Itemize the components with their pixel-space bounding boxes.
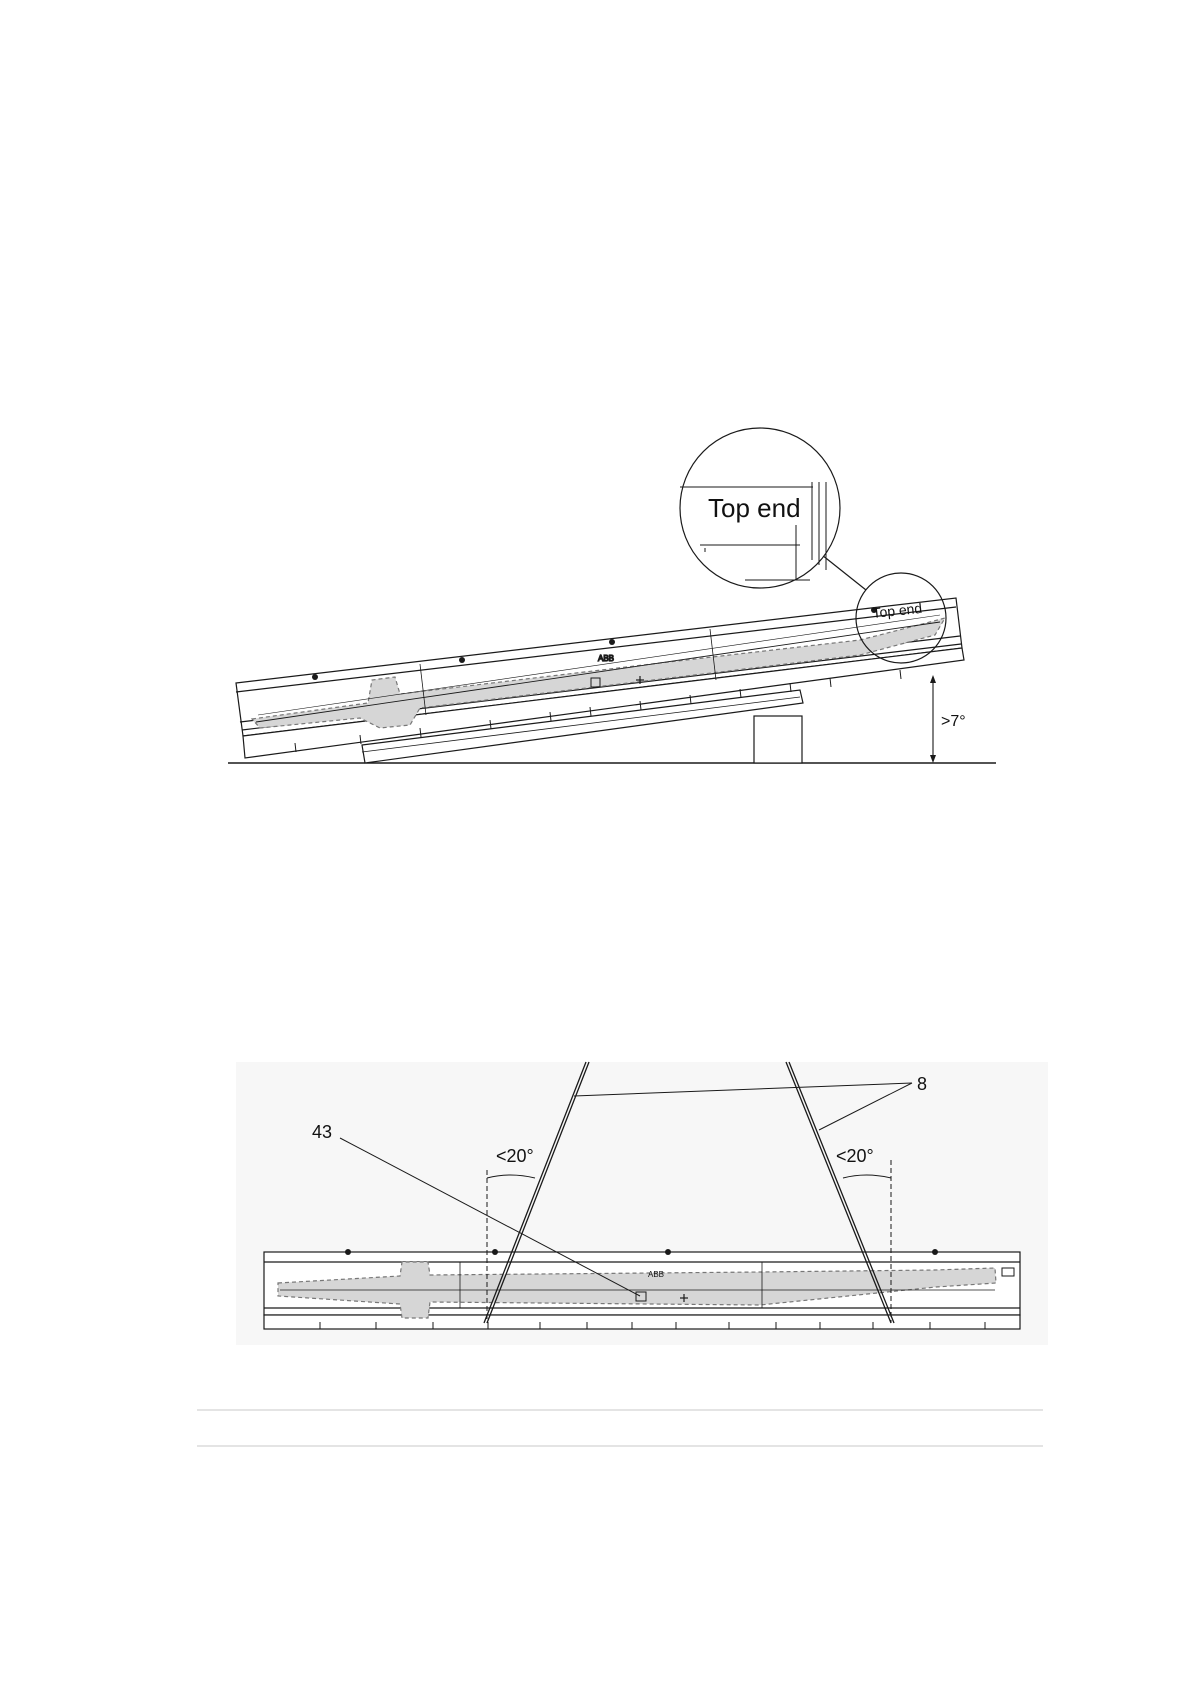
angle-dimension [930,675,936,763]
figure-1-tilted-crate: ABB [228,428,996,763]
callout-43: 43 [312,1122,332,1142]
right-angle-label: <20° [836,1146,874,1166]
angle-label: >7° [941,713,966,730]
figure-2-lifting-crate: ABB [236,1062,1048,1345]
crate-brand: ABB [598,654,614,663]
support-block [754,716,802,763]
callout-8: 8 [917,1074,927,1094]
tilted-crate: ABB [236,598,964,758]
left-angle-label: <20° [496,1146,534,1166]
crate-brand-2: ABB [648,1270,664,1279]
magnifier-top-end-label: Top end [708,493,801,523]
magnifier-leader [822,555,866,590]
